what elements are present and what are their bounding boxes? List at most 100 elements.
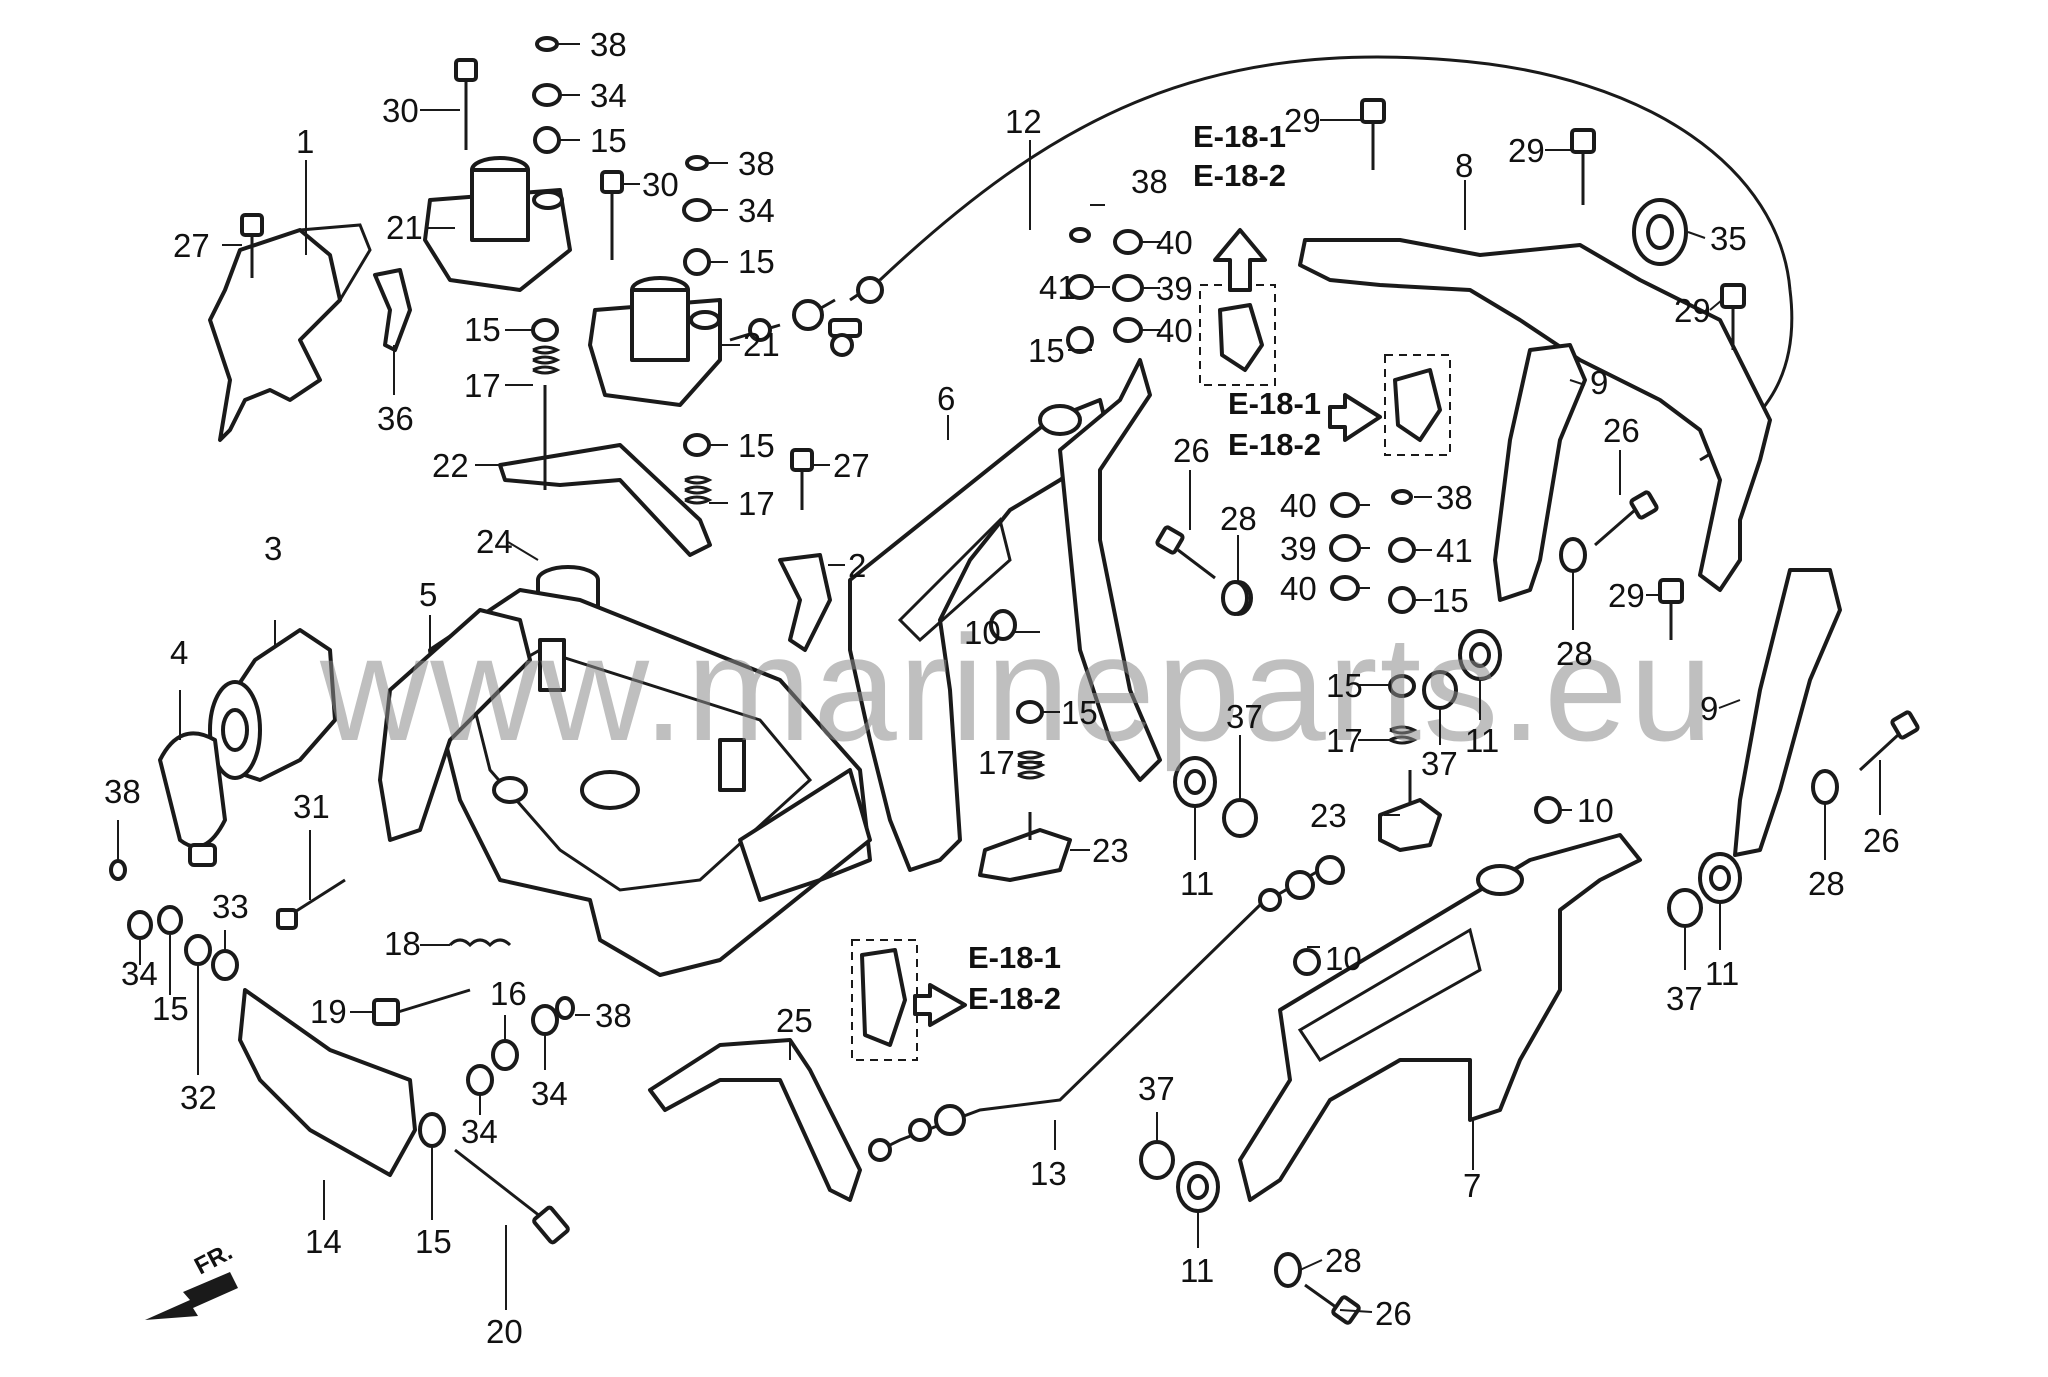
- label-part-6: 6: [937, 380, 955, 417]
- link-9-upper: [1493, 343, 1587, 602]
- clip-box-upper: [1199, 284, 1276, 386]
- label-part-26-b: 26: [1603, 412, 1640, 449]
- label-part-38-c: 38: [1131, 163, 1168, 200]
- bolt-29-a: [1360, 98, 1386, 170]
- lever-22: [498, 443, 712, 557]
- label-part-29-b: 29: [1508, 132, 1545, 169]
- bolt-30-lower: [600, 170, 624, 260]
- label-part-29-d: 29: [1608, 577, 1645, 614]
- clamp-4: [158, 731, 227, 867]
- label-part-33: 33: [212, 888, 249, 925]
- nut-34-right: [682, 198, 712, 222]
- tiller-housing-post-2: [718, 738, 746, 792]
- bolt-29-b: [1570, 128, 1596, 205]
- washer-38-top: [535, 36, 559, 52]
- label-part-23-a: 23: [1092, 832, 1129, 869]
- label-part-29-c: 29: [1674, 292, 1711, 329]
- arrow-right-e18: [913, 983, 967, 1027]
- ref-e18-2-top: E-18-2: [1193, 158, 1286, 193]
- housing-21-upper: [423, 156, 572, 292]
- bolt-26-upper-right: [1594, 490, 1659, 547]
- label-part-2: 2: [848, 547, 866, 584]
- label-part-20: 20: [486, 1313, 523, 1350]
- label-part-26-d: 26: [1375, 1295, 1412, 1332]
- tiller-housing-boss-2: [492, 776, 528, 804]
- label-part-38-f: 38: [595, 997, 632, 1034]
- leader-lines: [117, 43, 1881, 1313]
- bushing-11-a: [1173, 756, 1217, 808]
- nut-34-left: [127, 910, 153, 940]
- ref-e18-2-low: E-18-2: [968, 981, 1061, 1016]
- label-part-15-b: 15: [738, 243, 775, 280]
- label-part-28-c: 28: [1808, 865, 1845, 902]
- stay-8: [1298, 238, 1772, 592]
- label-part-15-a: 15: [590, 122, 627, 159]
- label-part-35: 35: [1710, 220, 1747, 257]
- bushing-11-b: [1458, 629, 1502, 681]
- label-part-34-c: 34: [121, 955, 158, 992]
- cable-12: [878, 55, 1794, 462]
- nut-40-b: [1113, 317, 1143, 343]
- bracket-7: [1238, 833, 1642, 1202]
- label-part-26-a: 26: [1173, 432, 1210, 469]
- label-part-17-b: 17: [738, 485, 775, 522]
- ref-e18-2-mid: E-18-2: [1228, 427, 1321, 462]
- label-part-12: 12: [1005, 103, 1042, 140]
- label-part-21-a: 21: [386, 209, 423, 246]
- bolt-26-bottom: [1304, 1283, 1361, 1325]
- nut-34-top: [532, 83, 562, 107]
- bolt-31: [276, 878, 346, 930]
- washer-32: [184, 934, 212, 966]
- label-part-15-c: 15: [464, 311, 501, 348]
- label-part-15-j: 15: [415, 1223, 452, 1260]
- bolt-20: [418, 1112, 570, 1245]
- clip-36: [373, 268, 412, 352]
- cable-12-nut-2: [748, 318, 772, 342]
- tiller-housing-post: [538, 638, 566, 692]
- label-part-10-left: 10: [964, 614, 1001, 651]
- nut-34-lower-2: [531, 1004, 559, 1036]
- bolt-26-right: [1858, 710, 1920, 772]
- arrow-up-e18: [1213, 228, 1267, 292]
- arm-6-slot: [897, 517, 1012, 643]
- label-part-39-a: 39: [1156, 270, 1193, 307]
- frame-25: [648, 1038, 862, 1202]
- label-part-15-d: 15: [738, 427, 775, 464]
- label-part-37-b: 37: [1421, 745, 1458, 782]
- clip-lower: [860, 948, 907, 1047]
- label-part-23-b: 23: [1310, 797, 1347, 834]
- bracket-7-boss: [1476, 864, 1524, 896]
- washer-28-bottom: [1274, 1252, 1302, 1288]
- label-part-36: 36: [377, 400, 414, 437]
- label-part-9-upper: 9: [1590, 364, 1608, 401]
- spacer-37-d: [1139, 1140, 1175, 1180]
- spacer-37-c: [1667, 888, 1703, 928]
- label-part-15-e: 15: [1028, 332, 1065, 369]
- label-part-34-e: 34: [531, 1075, 568, 1112]
- label-part-40-c: 40: [1280, 487, 1317, 524]
- label-part-3: 3: [264, 530, 282, 567]
- link-2: [778, 553, 832, 652]
- label-part-39-b: 39: [1280, 530, 1317, 567]
- label-part-7: 7: [1463, 1167, 1481, 1204]
- washer-28-right: [1811, 769, 1839, 805]
- label-part-22: 22: [432, 447, 469, 484]
- bolt-29-d: [1658, 578, 1684, 640]
- tiller-housing-lip: [738, 768, 872, 902]
- bushing-11-d: [1176, 1161, 1220, 1213]
- bolt-27-right: [790, 448, 814, 510]
- label-part-24: 24: [476, 523, 513, 560]
- bolt-26-mid: [1155, 525, 1216, 580]
- bracket-7-slot: [1297, 927, 1482, 1062]
- ref-e18-1-mid: E-18-1: [1228, 386, 1321, 421]
- label-part-11-b: 11: [1465, 722, 1499, 759]
- link-9-lower: [1733, 568, 1842, 857]
- clip-box-right: [1384, 354, 1451, 456]
- cable-13-washer-2: [908, 1118, 932, 1142]
- label-part-41-b: 41: [1436, 532, 1473, 569]
- label-part-15-g: 15: [1432, 582, 1469, 619]
- label-part-40-b: 40: [1156, 312, 1193, 349]
- washer-28-upper-mid: [1221, 580, 1249, 616]
- label-part-15-i: 15: [152, 990, 189, 1027]
- label-part-34-a: 34: [590, 77, 627, 114]
